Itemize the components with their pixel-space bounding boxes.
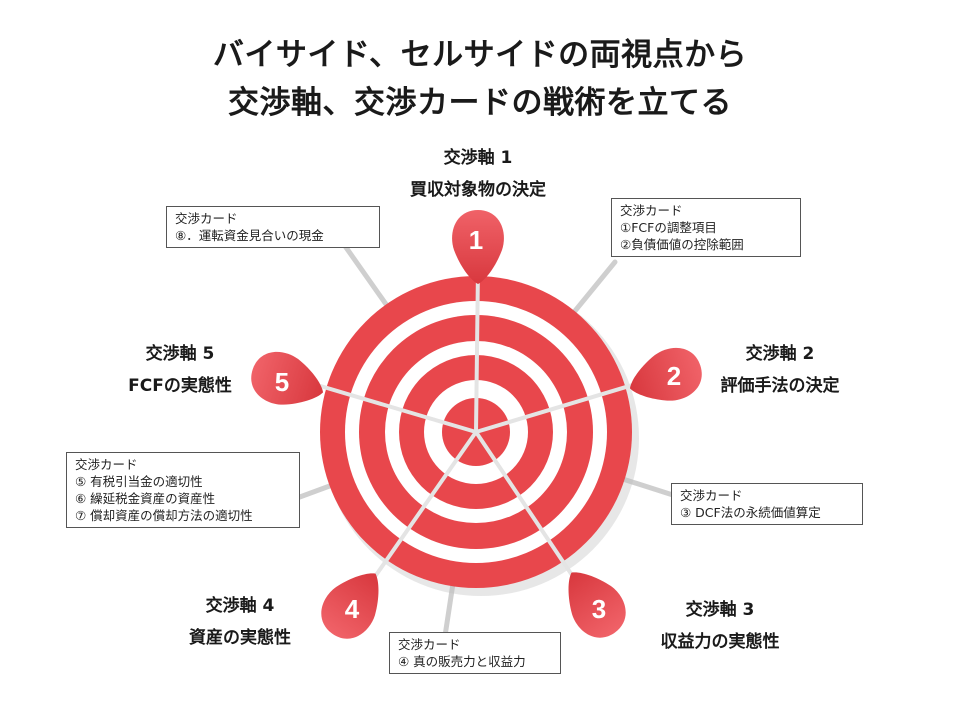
axis-4-subject: 資産の実態性 [189,628,291,648]
axis-label-2: 交渉軸 2 評価手法の決定 [690,342,870,398]
axis-label-3: 交渉軸 3 収益力の実態性 [630,598,810,654]
card-item: ⑧．運転資金見合いの現金 [175,228,324,243]
card-1-2: 交渉カード ①FCFの調整項目 ②負債価値の控除範囲 [611,198,801,257]
axis-1-name: 交渉軸 1 [443,148,513,168]
spoke-3 [474,430,588,598]
axis-label-4: 交渉軸 4 資産の実態性 [150,594,330,650]
card-item: ⑦ 償却資産の償却方法の適切性 [75,508,253,523]
axis-5-subject: FCFの実態性 [128,376,232,396]
spoke-2 [474,376,658,434]
axis-label-1: 交渉軸 1 買収対象物の決定 [388,146,568,202]
petal-number-1: 1 [469,225,483,255]
card-4: 交渉カード ④ 真の販売力と収益力 [389,632,561,674]
axis-5-name: 交渉軸 5 [145,344,215,364]
card-item: ①FCFの調整項目 [620,220,717,235]
spoke-1 [474,266,480,434]
card-heading: 交渉カード [620,203,683,218]
petal-number-4: 4 [345,594,360,624]
card-heading: 交渉カード [75,457,138,472]
spoke-5 [298,378,478,434]
axis-2-subject: 評価手法の決定 [720,376,840,396]
card-heading: 交渉カード [398,637,461,652]
card-3: 交渉カード ③ DCF法の永続価値算定 [671,483,863,525]
card-item: ②負債価値の控除範囲 [620,237,744,252]
axis-1-subject: 買収対象物の決定 [410,180,546,200]
petal-number-2: 2 [667,361,681,391]
card-5-7: 交渉カード ⑤ 有税引当金の適切性 ⑥ 繰延税金資産の資産性 ⑦ 償却資産の償却… [66,452,300,528]
petal-1 [452,210,504,284]
title-line-1: バイサイド、セルサイドの両視点から [212,37,748,73]
axis-2-name: 交渉軸 2 [745,344,815,364]
petal-2 [629,347,702,401]
card-item: ③ DCF法の永続価値算定 [680,505,821,520]
axis-3-subject: 収益力の実態性 [660,632,780,652]
card-heading: 交渉カード [680,488,743,503]
petal-3 [568,572,626,638]
petal-number-5: 5 [275,367,289,397]
spoke-4 [358,430,478,600]
card-item: ⑥ 繰延税金資産の資産性 [75,491,216,506]
card-heading: 交渉カード [175,211,238,226]
spokes [298,266,658,600]
petal-4 [321,573,379,639]
axis-4-name: 交渉軸 4 [205,596,275,616]
axis-label-5: 交渉軸 5 FCFの実態性 [90,342,270,398]
card-item: ④ 真の販売力と収益力 [398,654,526,669]
axis-3-name: 交渉軸 3 [685,600,755,620]
card-8: 交渉カード ⑧．運転資金見合いの現金 [166,206,380,248]
petal-5 [251,351,324,405]
title-line-2: 交渉軸、交渉カードの戦術を立てる [228,85,732,121]
card-item: ⑤ 有税引当金の適切性 [75,474,203,489]
petal-number-3: 3 [592,594,606,624]
